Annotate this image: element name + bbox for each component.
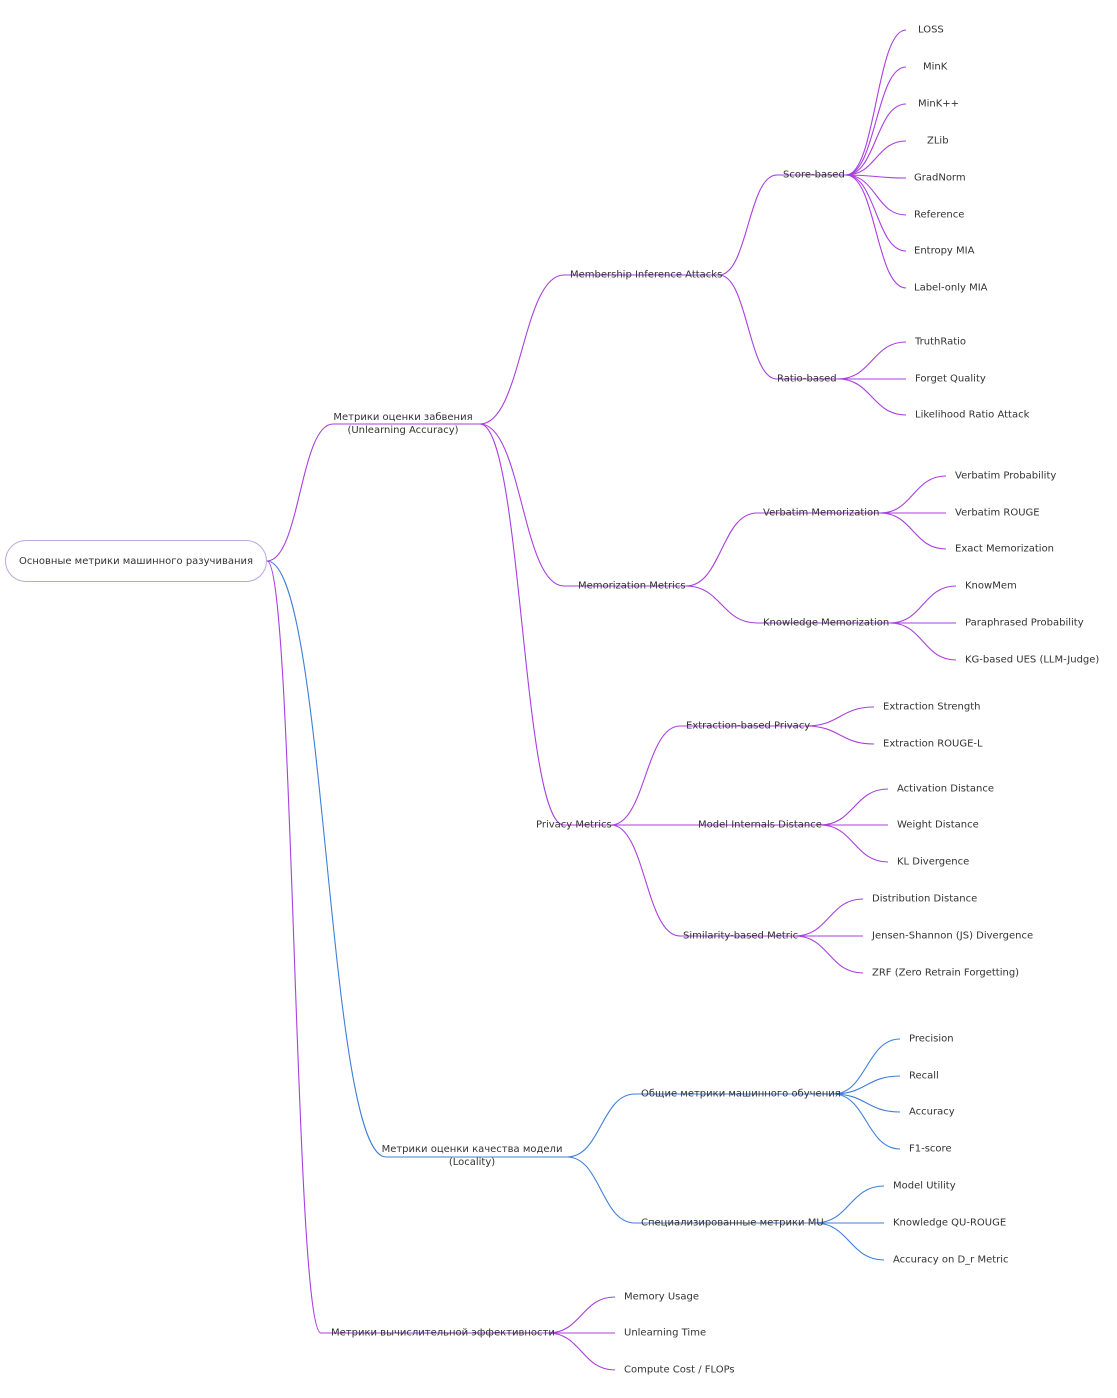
- node-quality-metrics[interactable]: Метрики оценки качества модели (Locality…: [382, 1143, 563, 1169]
- leaf-node[interactable]: Knowledge QU-ROUGE: [893, 1217, 1007, 1229]
- leaf-node[interactable]: KG-based UES (LLM-Judge): [965, 654, 1100, 666]
- connector-line: [685, 585, 890, 624]
- node-general-ml-metrics[interactable]: Общие метрики машинного обучения: [641, 1088, 841, 1100]
- connector-line: [837, 341, 907, 380]
- connector-line: [547, 1332, 616, 1371]
- node-internals-distance[interactable]: Model Internals Distance: [698, 819, 822, 831]
- leaf-node[interactable]: Unlearning Time: [624, 1327, 707, 1339]
- connector-line: [685, 512, 880, 587]
- connector-line: [832, 1093, 901, 1150]
- connector-line: [794, 898, 864, 937]
- node-ratio-based[interactable]: Ratio-based: [777, 373, 837, 385]
- connector-line: [547, 1296, 616, 1334]
- leaf-node[interactable]: Extraction ROUGE-L: [883, 738, 983, 750]
- connector-line: [266, 423, 480, 562]
- leaf-node[interactable]: Verbatim Probability: [955, 470, 1057, 482]
- node-similarity-metric[interactable]: Similarity-based Metric: [683, 930, 799, 942]
- connector-line: [266, 560, 548, 1334]
- leaf-node[interactable]: Label-only MIA: [914, 282, 988, 294]
- connector-line: [845, 174, 907, 252]
- connector-line: [805, 706, 875, 727]
- forgetting-label-line2: (Unlearning Accuracy): [347, 425, 459, 436]
- node-forgetting-metrics[interactable]: Метрики оценки забвения (Unlearning Accu…: [333, 411, 472, 437]
- root-node[interactable]: Основные метрики машинного разучивания: [5, 540, 267, 582]
- connector-line: [845, 174, 907, 216]
- leaf-node[interactable]: LOSS: [918, 24, 944, 36]
- connector-line: [845, 66, 907, 176]
- leaf-node[interactable]: Verbatim ROUGE: [955, 507, 1040, 519]
- node-privacy[interactable]: Privacy Metrics: [536, 819, 612, 831]
- connector-line: [832, 1038, 901, 1095]
- connector-line: [889, 622, 957, 661]
- connector-line: [845, 140, 907, 176]
- leaf-node[interactable]: Memory Usage: [624, 1291, 700, 1303]
- connector-line: [718, 174, 846, 276]
- connector-line: [845, 103, 907, 176]
- leaf-node[interactable]: Accuracy: [909, 1106, 955, 1118]
- leaf-node[interactable]: TruthRatio: [915, 336, 967, 348]
- connector-line: [879, 475, 947, 514]
- node-score-based[interactable]: Score-based: [783, 169, 845, 181]
- node-extraction-privacy[interactable]: Extraction-based Privacy: [686, 720, 811, 732]
- connector-line: [845, 174, 907, 289]
- node-specialized-mu-metrics[interactable]: Специализированные метрики MU: [641, 1217, 824, 1229]
- leaf-node[interactable]: MinK++: [918, 98, 960, 110]
- leaf-node[interactable]: ZRF (Zero Retrain Forgetting): [872, 967, 1020, 979]
- connector-line: [832, 1093, 901, 1113]
- leaf-node[interactable]: Distribution Distance: [872, 893, 978, 905]
- node-mia[interactable]: Membership Inference Attacks: [570, 269, 723, 281]
- connector-line: [819, 788, 889, 826]
- connector-line: [479, 423, 686, 587]
- leaf-node[interactable]: F1-score: [909, 1143, 952, 1155]
- connector-line: [819, 824, 889, 863]
- leaf-node[interactable]: Likelihood Ratio Attack: [915, 409, 1030, 421]
- leaf-node[interactable]: Paraphrased Probability: [965, 617, 1084, 629]
- leaf-node[interactable]: Extraction Strength: [883, 701, 981, 713]
- leaf-node[interactable]: Jensen-Shannon (JS) Divergence: [872, 930, 1034, 942]
- connector-line: [879, 512, 947, 550]
- connector-line: [832, 1075, 901, 1095]
- leaf-node[interactable]: Model Utility: [893, 1180, 956, 1192]
- leaf-node[interactable]: GradNorm: [914, 172, 966, 184]
- connector-line: [566, 1093, 833, 1158]
- leaf-node[interactable]: Reference: [914, 209, 965, 221]
- leaf-node[interactable]: Recall: [909, 1070, 939, 1082]
- leaf-node[interactable]: Accuracy on D_r Metric: [893, 1254, 1009, 1266]
- quality-label-line1: Метрики оценки качества модели: [381, 1144, 563, 1155]
- leaf-node[interactable]: Weight Distance: [897, 819, 979, 831]
- leaf-node[interactable]: Entropy MIA: [914, 245, 975, 257]
- leaf-node[interactable]: KnowMem: [965, 580, 1017, 592]
- node-knowledge-memorization[interactable]: Knowledge Memorization: [763, 617, 890, 629]
- connector-line: [805, 725, 875, 745]
- connector-line: [889, 585, 957, 624]
- connector-line: [814, 1185, 885, 1224]
- quality-label-line2: (Locality): [448, 1157, 496, 1168]
- connector-line: [610, 725, 806, 826]
- leaf-node[interactable]: Exact Memorization: [955, 543, 1055, 555]
- node-verbatim-memorization[interactable]: Verbatim Memorization: [763, 507, 880, 519]
- connector-line: [814, 1222, 885, 1261]
- connector-line: [837, 378, 907, 416]
- leaf-node[interactable]: MinK: [923, 61, 948, 73]
- connector-line: [718, 274, 838, 380]
- root-label: Основные метрики машинного разучивания: [18, 555, 254, 567]
- connector-line: [794, 935, 864, 974]
- connector-line: [845, 29, 907, 176]
- leaf-node[interactable]: Activation Distance: [897, 783, 994, 795]
- leaf-node[interactable]: ZLib: [927, 135, 949, 147]
- node-memorization[interactable]: Memorization Metrics: [578, 580, 686, 592]
- forgetting-label-line1: Метрики оценки забвения: [333, 412, 473, 423]
- leaf-node[interactable]: Compute Cost / FLOPs: [624, 1364, 735, 1376]
- connector-line: [610, 824, 795, 937]
- connector-line: [566, 1156, 815, 1224]
- connector-line: [479, 274, 719, 425]
- connector-line: [266, 560, 567, 1158]
- connector-line: [479, 423, 611, 826]
- leaf-node[interactable]: Forget Quality: [915, 373, 986, 385]
- leaf-node[interactable]: KL Divergence: [897, 856, 970, 868]
- connector-line: [845, 174, 907, 179]
- node-efficiency-metrics[interactable]: Метрики вычислительной эффективности: [331, 1327, 555, 1339]
- leaf-node[interactable]: Precision: [909, 1033, 954, 1045]
